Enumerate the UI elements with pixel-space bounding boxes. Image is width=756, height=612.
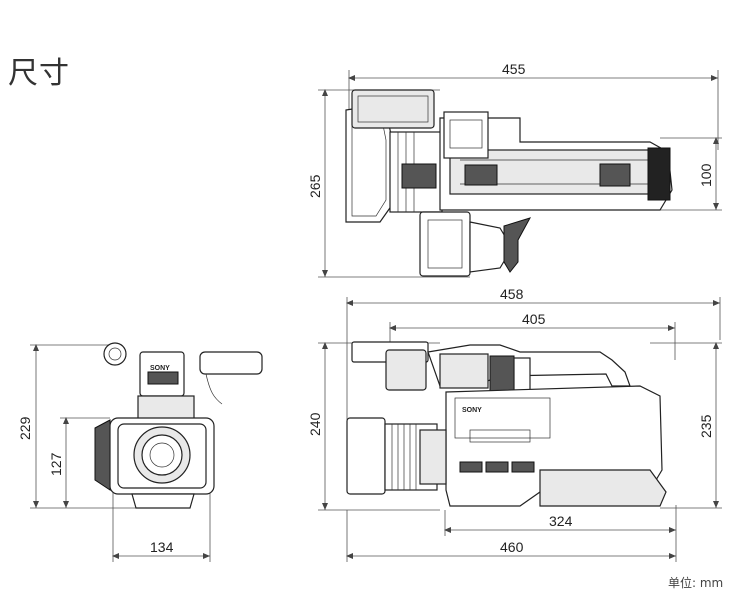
dimension-100-label: 100	[698, 163, 714, 187]
unit-note: 单位: mm	[668, 576, 724, 590]
front-view: 229 127 134 SONY	[17, 342, 263, 562]
side-view: 458 405 240 235 324 460	[307, 286, 722, 562]
dimension-127-label: 127	[48, 452, 64, 476]
brand-logo-front: SONY	[150, 365, 170, 372]
camera-top-outline	[345, 89, 673, 277]
top-view: 455 265 100	[307, 61, 722, 278]
dimension-324-label: 324	[549, 513, 573, 529]
dimension-240-label: 240	[307, 412, 323, 436]
dimension-458-label: 458	[500, 286, 524, 302]
brand-logo-side: SONY	[462, 407, 482, 414]
dimension-405-label: 405	[522, 311, 546, 327]
dimension-460-label: 460	[500, 539, 524, 555]
dimension-229-label: 229	[17, 416, 33, 440]
dimension-134-label: 134	[150, 539, 174, 555]
dimension-265-label: 265	[307, 174, 323, 198]
dimension-235-label: 235	[698, 414, 714, 438]
page-title: 尺寸	[8, 56, 70, 91]
dimension-455-label: 455	[502, 61, 526, 77]
camera-side-outline: SONY	[346, 341, 667, 507]
camera-front-outline: SONY	[94, 342, 263, 509]
